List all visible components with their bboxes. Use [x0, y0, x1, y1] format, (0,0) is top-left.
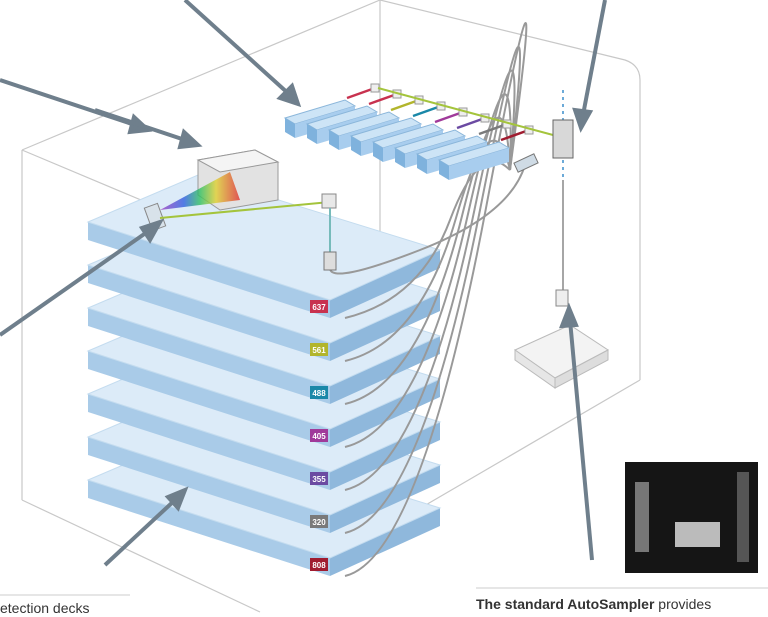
deck-wavelength-label: 488 — [312, 389, 326, 398]
fiber — [344, 93, 512, 448]
spectrometer — [143, 149, 337, 271]
deck-wavelength-label: 808 — [312, 561, 326, 570]
fiber — [344, 22, 528, 577]
deck-label-badge — [310, 300, 328, 313]
autosampler-caption-rest: provides — [654, 596, 712, 612]
deck-wavelength-label: 320 — [312, 518, 326, 527]
deck-label-badge — [310, 386, 328, 399]
fibers — [329, 22, 528, 577]
deck-label-badge — [310, 343, 328, 356]
pointer-arrows — [0, 0, 607, 567]
deck-wavelength-label: 405 — [312, 432, 326, 441]
deck-label-badge — [310, 515, 328, 528]
deck-label-badge — [310, 429, 328, 442]
caption-rules — [0, 587, 768, 596]
detection-decks-caption: etection decks — [0, 600, 90, 616]
autosampler-caption-bold: The standard AutoSampler — [476, 596, 655, 612]
deck-label-badge — [310, 472, 328, 485]
deck-wavelength-label: 561 — [312, 346, 326, 355]
flow-cell — [513, 90, 609, 389]
deck-label-badge — [310, 558, 328, 571]
autosampler-caption: The standard AutoSampler provides — [476, 596, 711, 612]
laser-modules — [283, 83, 554, 180]
fiber — [344, 45, 521, 534]
fiber — [344, 139, 511, 362]
deck-wavelength-label: 355 — [312, 475, 326, 484]
deck-wavelength-label: 637 — [312, 303, 326, 312]
laser-module — [437, 125, 534, 180]
fiber — [344, 69, 516, 491]
autosampler-photo — [625, 462, 758, 573]
